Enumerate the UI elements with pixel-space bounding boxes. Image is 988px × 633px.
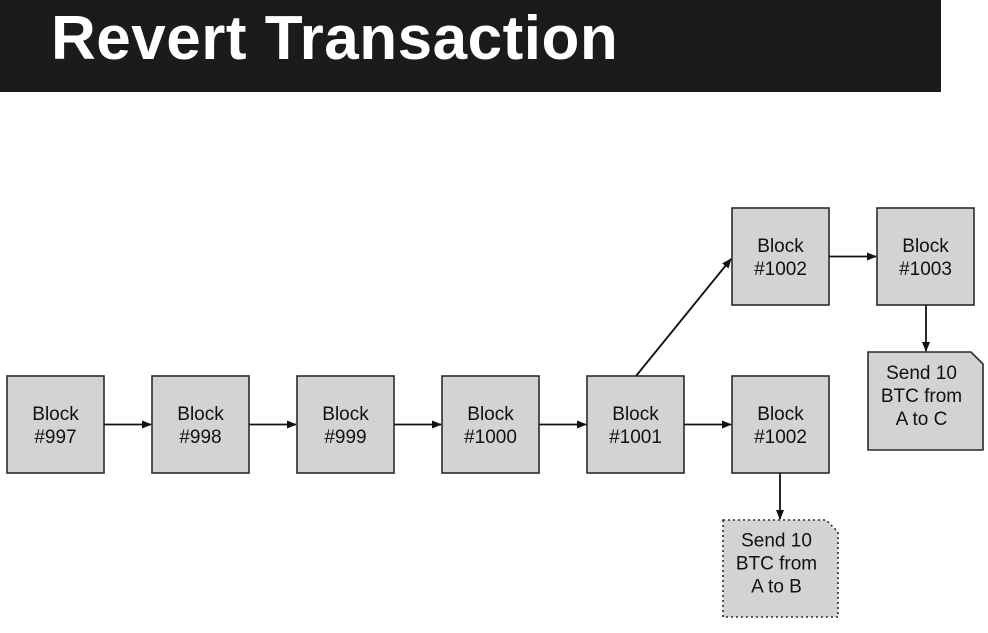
block-block-1002: Block#1002: [731, 375, 830, 474]
block-label-line: #1001: [609, 427, 662, 448]
transaction-note-shape: [867, 351, 984, 451]
block-block-1002: Block#1002: [731, 207, 830, 306]
block-block-999: Block#999: [296, 375, 395, 474]
block-box: [296, 375, 395, 474]
nodes-layer: Block#997Block#998Block#999Block#1000Blo…: [6, 207, 984, 618]
transaction-label-line: Send 10: [741, 531, 812, 552]
block-box: [876, 207, 975, 306]
block-block-1000: Block#1000: [441, 375, 540, 474]
block-box: [586, 375, 685, 474]
block-label-line: Block: [322, 404, 369, 425]
block-box: [731, 375, 830, 474]
block-label-line: #1000: [464, 427, 517, 448]
block-label-line: #1002: [754, 259, 807, 280]
title-bar: Revert Transaction: [0, 0, 941, 92]
block-label-line: Block: [177, 404, 224, 425]
transaction-label-line: A to C: [896, 409, 948, 430]
arrow-b1001-to-b1002a: [635, 258, 732, 377]
block-box: [6, 375, 105, 474]
block-box: [731, 207, 830, 306]
block-label-line: Block: [757, 236, 804, 257]
transaction-label-line: A to B: [751, 577, 802, 598]
block-block-997: Block#997: [6, 375, 105, 474]
block-box: [441, 375, 540, 474]
block-label-line: Block: [467, 404, 514, 425]
block-label-line: #997: [34, 427, 76, 448]
block-block-1001: Block#1001: [586, 375, 685, 474]
block-label-line: #1003: [899, 259, 952, 280]
block-label-line: #999: [324, 427, 366, 448]
block-box: [151, 375, 250, 474]
block-block-1003: Block#1003: [876, 207, 975, 306]
block-label-line: Block: [902, 236, 949, 257]
transaction-label-line: Send 10: [886, 363, 957, 384]
block-label-line: Block: [757, 404, 804, 425]
page-title: Revert Transaction: [51, 4, 619, 73]
block-label-line: #998: [179, 427, 221, 448]
block-label-line: #1002: [754, 427, 807, 448]
block-block-998: Block#998: [151, 375, 250, 474]
block-label-line: Block: [32, 404, 79, 425]
transaction-note-shape: [722, 519, 839, 618]
block-label-line: Block: [612, 404, 659, 425]
transaction-label-line: BTC from: [881, 386, 962, 407]
edges-layer: [104, 252, 930, 520]
transaction-label-line: BTC from: [736, 554, 817, 575]
